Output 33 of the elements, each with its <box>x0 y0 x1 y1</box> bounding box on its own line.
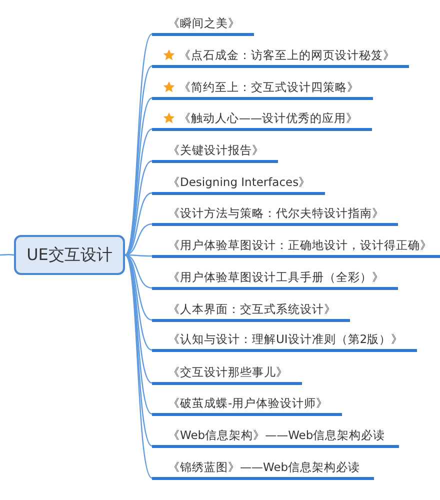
book-title: 《设计方法与策略：代尔夫特设计指南》 <box>168 204 384 220</box>
branch-topic <box>152 268 398 290</box>
book-title: 《Web信息架构》——Web信息架构必读 <box>168 426 386 442</box>
book-title: 《认知与设计：理解UI设计准则（第2版）》 <box>168 330 404 346</box>
book-title: 《用户体验草图设计工具手册（全彩）》 <box>168 268 384 284</box>
branch-topic <box>152 426 400 448</box>
book-title: 《人本界面：交互式系统设计》 <box>168 300 336 316</box>
book-title: 《锦绣蓝图》——Web信息架构必读 <box>168 458 360 474</box>
connector-line <box>125 254 152 257</box>
book-title: 《触动人心——设计优秀的应用》 <box>179 110 358 126</box>
branch-topic <box>152 174 325 194</box>
branch-topic <box>152 330 418 352</box>
connector-line <box>0 254 14 256</box>
branch-topic <box>152 204 398 226</box>
branch-topic <box>152 300 350 322</box>
book-title: 《瞬间之美》 <box>168 14 240 30</box>
branch-topic <box>152 458 374 480</box>
book-title: 《破茧成蝶-用户体验设计师》 <box>168 394 328 410</box>
branch-topic <box>152 364 302 384</box>
branch-topic <box>152 236 440 258</box>
book-title: 《点石成金：访客至上的网页设计秘笈》 <box>179 46 395 62</box>
branch-topic <box>152 394 342 416</box>
branch-topic <box>152 142 278 162</box>
branch-topic <box>152 110 372 130</box>
book-title: 《Designing Interfaces》 <box>168 174 311 190</box>
book-title: 《简约至上：交互式设计四策略》 <box>179 78 359 94</box>
book-title: 《关键设计报告》 <box>168 142 264 158</box>
branch-topic <box>152 46 409 68</box>
branch-topic <box>152 78 373 100</box>
book-title: 《交互设计那些事儿》 <box>168 364 288 380</box>
central-topic: UE交互设计 <box>14 235 125 275</box>
branch-topic <box>152 14 254 36</box>
book-title: 《用户体验草图设计：正确地设计，设计得正确》 <box>168 236 432 252</box>
